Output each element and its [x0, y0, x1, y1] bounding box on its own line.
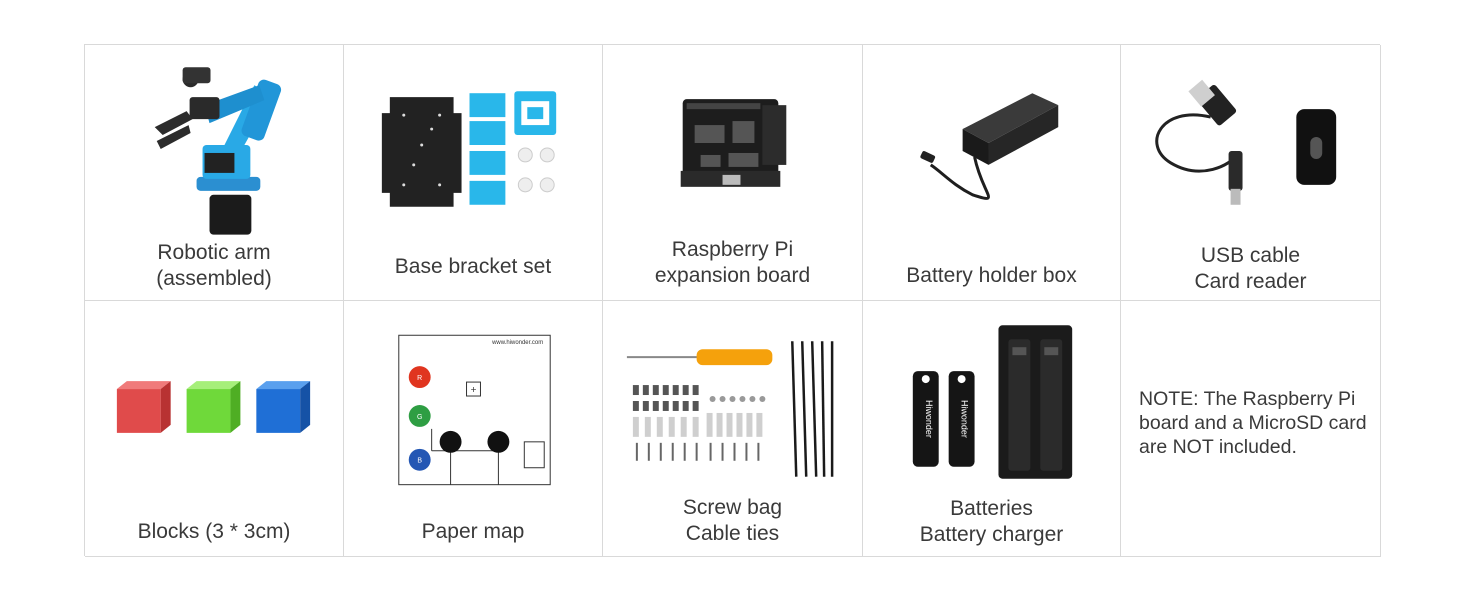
- map-circle-b: B: [417, 458, 422, 465]
- map-circle-g: G: [417, 414, 422, 421]
- item-base-bracket-set: Base bracket set: [344, 45, 603, 301]
- item-robotic-arm: Robotic arm (assembled): [85, 45, 344, 301]
- package-contents-grid: Robotic arm (assembled) Base bracket set: [84, 44, 1381, 557]
- item-color-blocks: Blocks (3 * 3cm): [85, 301, 344, 557]
- usb-cable-icon: [1155, 79, 1337, 205]
- map-url: www.hiwonder.com: [491, 340, 543, 346]
- caption-battery-holder-box: Battery holder box: [863, 263, 1120, 289]
- base-bracket-icon: [381, 91, 557, 207]
- caption-line: Cable ties: [685, 522, 780, 545]
- caption-blocks: Blocks (3 * 3cm): [85, 519, 343, 545]
- caption-line: Raspberry Pi: [671, 238, 794, 261]
- expansion-board-icon: [680, 99, 787, 187]
- caption-line: Card reader: [1194, 270, 1307, 293]
- robotic-arm-icon: [154, 67, 282, 235]
- battery-brand: Hiwonder: [960, 400, 970, 438]
- caption-batteries-charger: Batteries Battery charger: [863, 496, 1120, 548]
- battery-brand: Hiwonder: [924, 400, 934, 438]
- caption-line: Base bracket set: [394, 255, 552, 278]
- caption-line: Robotic arm: [157, 241, 271, 264]
- map-circle-r: R: [417, 375, 422, 382]
- svg-text:+: +: [471, 385, 477, 396]
- batteries-charger-icon: Hiwonder Hiwonder: [912, 325, 1073, 479]
- caption-line: Paper map: [421, 520, 525, 543]
- caption-line: (assembled): [156, 267, 272, 290]
- caption-base-bracket-set: Base bracket set: [344, 254, 602, 280]
- paper-map-icon: www.hiwonder.com R G B +: [398, 334, 551, 486]
- caption-line: expansion board: [654, 264, 811, 287]
- caption-expansion-board: Raspberry Pi expansion board: [603, 237, 862, 289]
- battery-box-icon: [920, 93, 1059, 200]
- item-batteries-charger: Hiwonder Hiwonder Batteries Battery char…: [863, 301, 1121, 557]
- item-usb-cable-card-reader: USB cable Card reader: [1121, 45, 1381, 301]
- caption-paper-map: Paper map: [344, 519, 602, 545]
- item-paper-map: www.hiwonder.com R G B + Paper map: [344, 301, 603, 557]
- item-battery-holder-box: Battery holder box: [863, 45, 1121, 301]
- color-blocks-icon: [116, 381, 311, 433]
- caption-line: USB cable: [1200, 244, 1301, 267]
- not-included-note: NOTE: The Raspberry Pi board and a Micro…: [1139, 388, 1367, 458]
- caption-line: Battery holder box: [906, 264, 1077, 287]
- caption-screw-bag-cable-ties: Screw bag Cable ties: [603, 495, 862, 547]
- caption-robotic-arm: Robotic arm (assembled): [85, 240, 343, 292]
- caption-line: Batteries: [950, 497, 1033, 520]
- caption-usb-card-reader: USB cable Card reader: [1121, 243, 1380, 295]
- caption-line: Battery charger: [919, 523, 1064, 546]
- item-expansion-board: Raspberry Pi expansion board: [603, 45, 863, 301]
- screws-cable-ties-icon: [626, 341, 834, 477]
- note-cell: NOTE: The Raspberry Pi board and a Micro…: [1121, 301, 1381, 557]
- item-screws-cable-ties: Screw bag Cable ties: [603, 301, 863, 557]
- caption-line: Blocks (3 * 3cm): [137, 520, 291, 543]
- caption-line: Screw bag: [682, 496, 783, 519]
